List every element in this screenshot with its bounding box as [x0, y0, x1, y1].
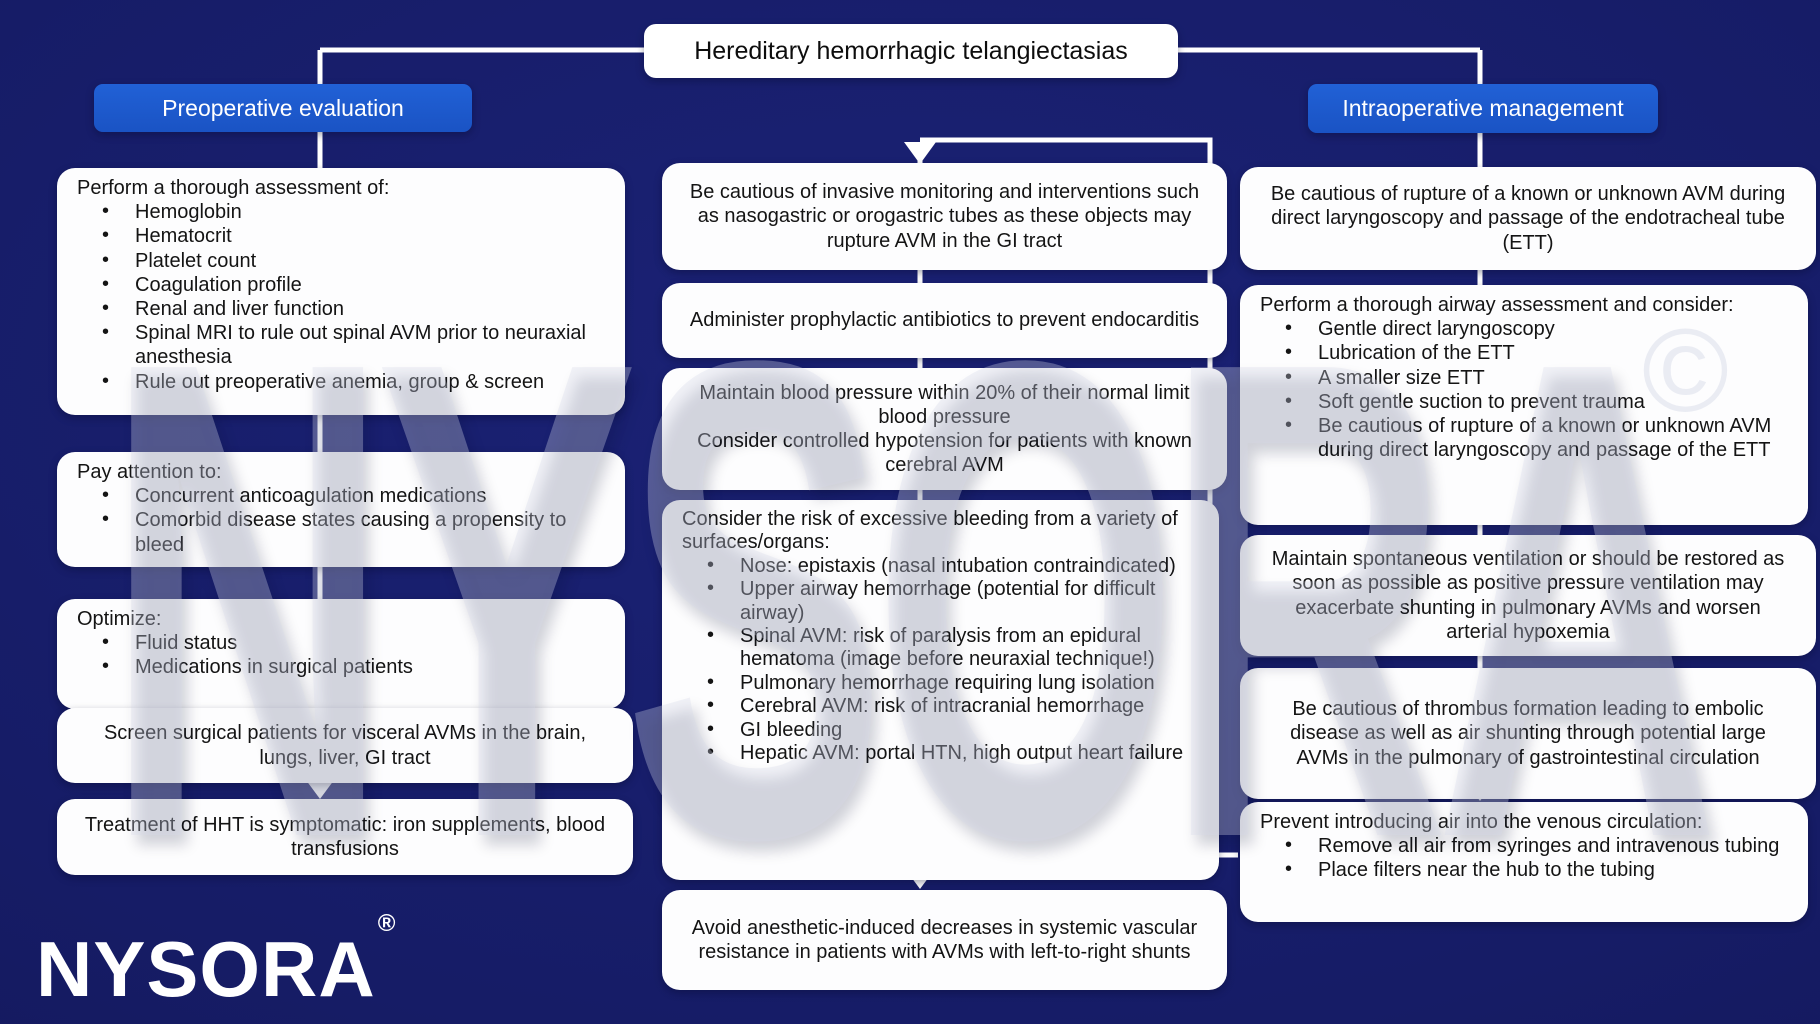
- registered-trademark-icon: ®: [377, 910, 397, 937]
- bullet-list: Gentle direct laryngoscopy Lubrication o…: [1258, 316, 1790, 462]
- bullet-item: Nose: epistaxis (nasal intubation contra…: [680, 554, 1201, 578]
- box-heading: Optimize:: [77, 608, 162, 630]
- bullet-list: Fluid status Medications in surgical pat…: [75, 630, 607, 679]
- bullet-item: Rule out preoperative anemia, group & sc…: [75, 368, 607, 394]
- flow-box-screen-visceral-avms: Screen surgical patients for visceral AV…: [57, 708, 633, 783]
- bullet-item: Be cautious of rupture of a known or unk…: [1258, 413, 1790, 462]
- flow-box-hht-treatment: Treatment of HHT is symptomatic: iron su…: [57, 799, 633, 875]
- bullet-item: Remove all air from syringes and intrave…: [1258, 833, 1790, 858]
- bullet-list: Concurrent anticoagulation medications C…: [75, 483, 607, 557]
- flow-box-invasive-monitoring: Be cautious of invasive monitoring and i…: [662, 163, 1227, 270]
- flowchart-title: Hereditary hemorrhagic telangiectasias: [644, 24, 1178, 78]
- bullet-item: Gentle direct laryngoscopy: [1258, 316, 1790, 341]
- arrowhead-middle-top-icon: [904, 142, 936, 164]
- flow-box-airway-assessment: Perform a thorough airway assessment and…: [1240, 285, 1808, 525]
- box-heading: Prevent introducing air into the venous …: [1260, 811, 1703, 833]
- bullet-item: Lubrication of the ETT: [1258, 340, 1790, 365]
- bullet-item: Upper airway hemorrhage (potential for d…: [680, 577, 1201, 625]
- bullet-list: Nose: epistaxis (nasal intubation contra…: [680, 554, 1201, 766]
- bullet-item: Hemoglobin: [75, 199, 607, 224]
- bullet-item: Soft gentle suction to prevent trauma: [1258, 389, 1790, 414]
- flow-box-blood-pressure: Maintain blood pressure within 20% of th…: [662, 368, 1227, 490]
- bullet-item: GI bleeding: [680, 717, 1201, 742]
- bullet-item: Renal and liver function: [75, 296, 607, 321]
- bullet-item: Platelet count: [75, 248, 607, 273]
- bullet-item: Fluid status: [75, 630, 607, 655]
- bullet-item: Place filters near the hub to the tubing: [1258, 857, 1790, 882]
- box-heading: Perform a thorough assessment of:: [77, 177, 390, 199]
- box-heading: Perform a thorough airway assessment and…: [1260, 294, 1734, 316]
- bullet-item: Spinal MRI to rule out spinal AVM prior …: [75, 320, 607, 369]
- bullet-item: A smaller size ETT: [1258, 365, 1790, 390]
- bullet-list: Remove all air from syringes and intrave…: [1258, 833, 1790, 882]
- bullet-item: Hepatic AVM: portal HTN, high output hea…: [680, 741, 1201, 765]
- column-header-intraoperative: Intraoperative management: [1308, 84, 1658, 133]
- nysora-logo: NYSORA®: [36, 912, 395, 1009]
- bullet-item: Concurrent anticoagulation medications: [75, 483, 607, 508]
- bullet-item: Medications in surgical patients: [75, 654, 607, 679]
- flow-box-prevent-air-entry: Prevent introducing air into the venous …: [1240, 802, 1808, 922]
- bullet-item: Pulmonary hemorrhage requiring lung isol…: [680, 671, 1201, 695]
- flow-box-avm-rupture-laryngoscopy: Be cautious of rupture of a known or unk…: [1240, 167, 1816, 270]
- box-heading: Consider the risk of excessive bleeding …: [682, 508, 1178, 554]
- flow-box-bleeding-risk: Consider the risk of excessive bleeding …: [662, 500, 1219, 880]
- bullet-item: Coagulation profile: [75, 272, 607, 297]
- flow-box-preop-assessment: Perform a thorough assessment of: Hemogl…: [57, 168, 625, 415]
- column-header-preoperative: Preoperative evaluation: [94, 84, 472, 132]
- flow-box-avoid-svr-decrease: Avoid anesthetic-induced decreases in sy…: [662, 890, 1227, 990]
- flow-box-prophylactic-antibiotics: Administer prophylactic antibiotics to p…: [662, 283, 1227, 358]
- box-heading: Pay attention to:: [77, 461, 222, 483]
- nysora-logo-text: NYSORA: [36, 925, 376, 1013]
- flow-box-pay-attention: Pay attention to: Concurrent anticoagula…: [57, 452, 625, 567]
- connector-bracket-right-to-middle: [920, 137, 1238, 858]
- bullet-item: Hematocrit: [75, 223, 607, 248]
- bullet-list: Hemoglobin Hematocrit Platelet count Coa…: [75, 199, 607, 394]
- bullet-item: Cerebral AVM: risk of intracranial hemor…: [680, 694, 1201, 718]
- bullet-item: Comorbid disease states causing a propen…: [75, 507, 607, 556]
- bullet-item: Spinal AVM: risk of paralysis from an ep…: [680, 624, 1201, 672]
- flow-box-optimize: Optimize: Fluid status Medications in su…: [57, 599, 625, 709]
- flow-box-spontaneous-ventilation: Maintain spontaneous ventilation or shou…: [1240, 535, 1816, 656]
- flow-box-thrombus-formation: Be cautious of thrombus formation leadin…: [1240, 668, 1816, 799]
